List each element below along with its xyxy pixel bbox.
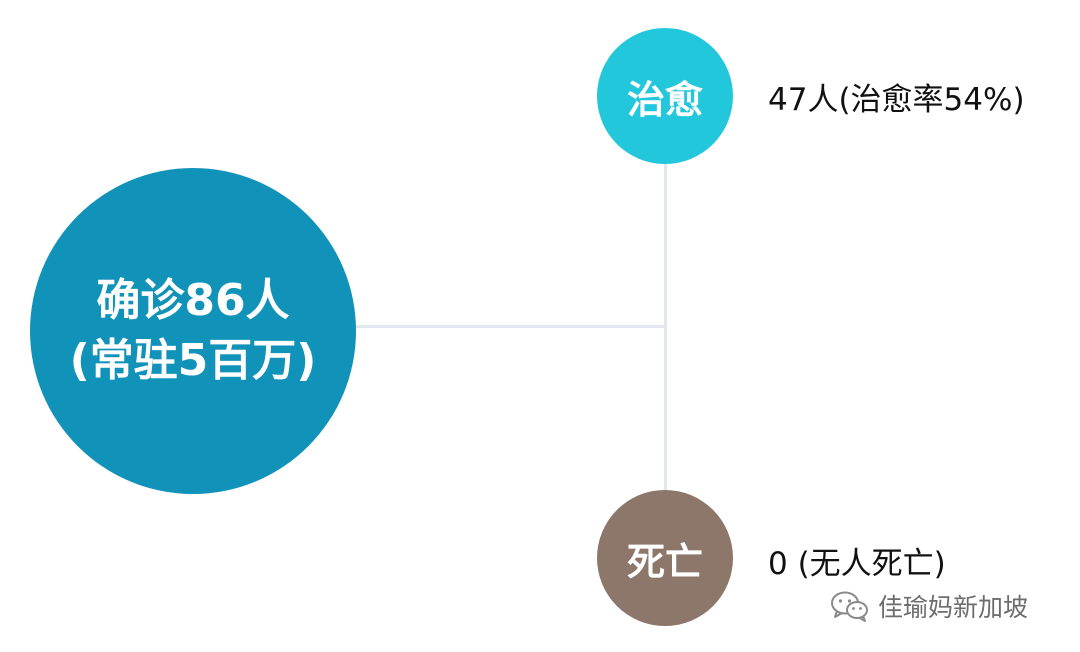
cured-node-label: 治愈 <box>626 77 703 122</box>
cured-node: 治愈 <box>597 28 733 164</box>
confirmed-cases-label: 确诊86人 <box>96 275 290 326</box>
cured-value: 47人(治愈率54%) <box>768 82 1025 118</box>
death-node: 死亡 <box>597 490 733 626</box>
watermark-text: 佳瑜妈新加坡 <box>878 593 1029 622</box>
death-node-label: 死亡 <box>626 539 703 584</box>
resident-population-label: (常驻5百万) <box>69 335 317 386</box>
horizontal-connector <box>355 325 666 328</box>
wechat-icon <box>830 590 870 622</box>
death-value: 0 (无人死亡) <box>768 546 946 582</box>
watermark: 佳瑜妈新加坡 <box>830 588 1028 624</box>
vertical-connector <box>664 132 667 502</box>
confirmed-cases-node: 确诊86人 (常驻5百万) <box>30 168 356 494</box>
